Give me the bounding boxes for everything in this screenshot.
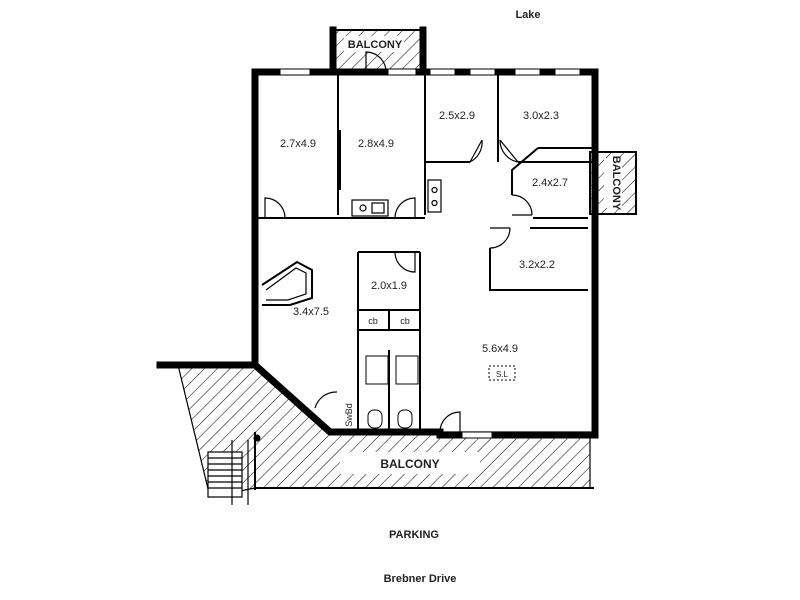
- room-label-top-mid: 2.5x2.9: [439, 110, 475, 122]
- balcony-bottom-label: BALCONY: [380, 457, 439, 471]
- parking-label: PARKING: [389, 529, 439, 541]
- room-label-main: 5.6x4.9: [482, 343, 518, 355]
- room-label-top-right: 3.0x2.3: [523, 110, 559, 122]
- interior-walls: [255, 72, 595, 432]
- room-label-bedroom-a: 2.7x4.9: [280, 138, 316, 150]
- room-label-bedroom-b: 2.8x4.9: [358, 138, 394, 150]
- street-label: Brebner Drive: [384, 573, 457, 585]
- balcony-right-label: BALCONY: [610, 156, 622, 211]
- balcony-top: BALCONY: [332, 29, 424, 73]
- room-label-living: 3.4x7.5: [293, 306, 329, 318]
- lake-label: Lake: [515, 9, 540, 21]
- cupboard-label-1: cb: [368, 316, 378, 326]
- storage-label: SwBd: [344, 403, 354, 427]
- skylight-label: S.L: [496, 370, 509, 379]
- room-label-right-mid: 3.2x2.2: [519, 259, 555, 271]
- room-label-bath: 2.0x1.9: [371, 280, 407, 292]
- balcony-top-label: BALCONY: [348, 39, 403, 51]
- fixtures: [261, 130, 516, 429]
- cupboard-label-2: cb: [400, 316, 410, 326]
- room-label-right-small: 2.4x2.7: [532, 177, 568, 189]
- windows: [279, 68, 581, 439]
- stairs: [207, 434, 261, 505]
- exterior-walls: [156, 26, 599, 439]
